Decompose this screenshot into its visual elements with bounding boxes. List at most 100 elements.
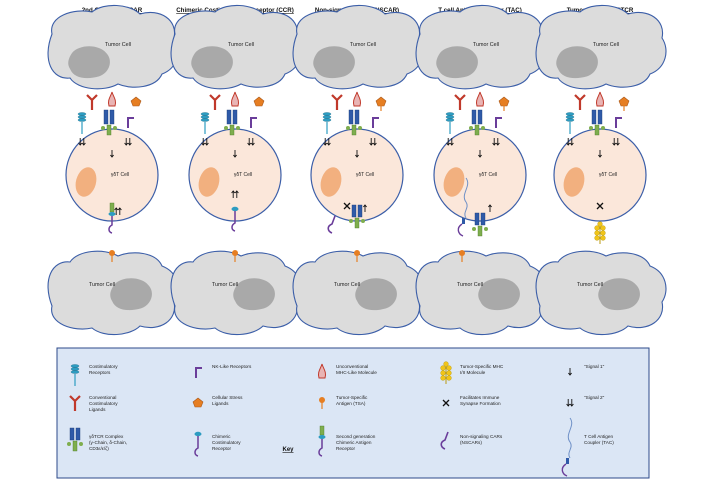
- tumor-nucleus: [478, 278, 520, 311]
- signal-2-arrow-icon: [114, 207, 122, 215]
- nscar-icon: [327, 215, 336, 234]
- key-label: NK-Like Receptors: [212, 364, 252, 369]
- stress-ligand-icon: [192, 397, 204, 408]
- signal-2-arrow-icon: [446, 138, 454, 146]
- tumor-nucleus: [355, 278, 397, 311]
- tumor-nucleus: [598, 278, 640, 311]
- tumor-label-bottom: Tumor Cell: [334, 282, 360, 288]
- signal-2-arrow-icon: [78, 138, 86, 146]
- tumor-nucleus: [233, 278, 275, 311]
- signal-1-arrow-icon: [233, 150, 237, 158]
- nk-like-receptor-icon: [250, 117, 257, 128]
- mhc-like-molecule-icon: [475, 91, 485, 107]
- costimulatory-ligand-icon: [331, 94, 343, 110]
- tac-icon: [561, 417, 573, 477]
- tumor-label-bottom: Tumor Cell: [89, 282, 115, 288]
- key-heading: Key: [282, 447, 294, 453]
- panel-4: T cell Antigen Coupler (TAC)Tumor CellTu…: [415, 4, 547, 336]
- signal-2-arrow-icon: [492, 138, 500, 146]
- signal-1-arrow-icon: [363, 204, 367, 212]
- tsa-icon: [459, 250, 465, 262]
- tsa-icon: [501, 99, 507, 111]
- tcr-complex-icon: [589, 109, 605, 136]
- gd-t-cell-nucleus: [198, 167, 220, 197]
- panel-2: Chimeric Costimulatory Receptor (CCR)Tum…: [170, 4, 302, 336]
- nk-like-receptor-icon: [127, 117, 134, 128]
- mhc-like-molecule-icon: [317, 363, 327, 379]
- nk-like-receptor-icon: [495, 117, 502, 128]
- tumor-label-bottom: Tumor Cell: [577, 282, 603, 288]
- tumor-label-top: Tumor Cell: [228, 42, 254, 48]
- car-icon: [108, 202, 116, 234]
- gd-t-cell-nucleus: [443, 167, 465, 197]
- mhc-like-molecule-icon: [352, 91, 362, 107]
- stress-ligand-icon: [253, 96, 265, 107]
- key-label: Non-signaling CARs(NSCARs): [460, 434, 503, 445]
- mhc-like-molecule-icon: [230, 91, 240, 107]
- tcr-complex-icon: [469, 109, 485, 136]
- gd-t-cell: [433, 128, 527, 222]
- key-label: γδTCR Complex(γ-Chain, δ-Chain,CD3ε/ε/ζ): [89, 434, 127, 452]
- tumor-cell-bottom: [535, 250, 667, 336]
- tumor-cell-bottom: [170, 250, 302, 336]
- mhc-like-molecule-icon: [107, 91, 117, 107]
- signal-1-arrow-icon: [478, 150, 482, 158]
- costimulatory-receptor-icon: [322, 112, 332, 134]
- gd-t-cell: [553, 128, 647, 222]
- tumor-label-top: Tumor Cell: [593, 42, 619, 48]
- tumor-cell-bottom: [47, 250, 179, 336]
- signal-2-arrow-icon: [231, 190, 239, 198]
- tumor-nucleus: [436, 46, 478, 79]
- signal-1-arrow-icon: [568, 368, 572, 376]
- mhc-like-molecule-icon: [595, 91, 605, 107]
- tumor-cell-bottom: [292, 250, 424, 336]
- signal-2-arrow-icon: [612, 138, 620, 146]
- gd-t-cell-nucleus: [320, 167, 342, 197]
- tumor-nucleus: [556, 46, 598, 79]
- gd-t-cell-nucleus: [563, 167, 585, 197]
- tumor-nucleus: [68, 46, 110, 79]
- tcr-complex-icon: [472, 212, 488, 237]
- signal-1-arrow-icon: [110, 150, 114, 158]
- costimulatory-ligand-icon: [454, 94, 466, 110]
- key-label: "Signal 2": [584, 395, 605, 400]
- key-label: "Signal 1": [584, 364, 605, 369]
- gd-t-cell-label: γδT Cell: [234, 172, 252, 178]
- tsa-icon: [621, 99, 627, 111]
- signal-1-arrow-icon: [598, 150, 602, 158]
- ccr-icon: [231, 206, 239, 232]
- tcr-complex-icon: [101, 109, 117, 136]
- cross-icon: [343, 202, 351, 210]
- tac-icon: [457, 177, 469, 237]
- tcr-complex-icon: [346, 109, 362, 136]
- tsa-icon: [109, 250, 115, 262]
- nk-like-receptor-icon: [195, 367, 202, 378]
- signal-1-arrow-icon: [488, 204, 492, 212]
- mhc-molecule-icon: [440, 361, 452, 384]
- tumor-nucleus: [313, 46, 355, 79]
- gd-t-cell-label: γδT Cell: [111, 172, 129, 178]
- tumor-label-top: Tumor Cell: [350, 42, 376, 48]
- tumor-label-bottom: Tumor Cell: [457, 282, 483, 288]
- costimulatory-receptor-icon: [445, 112, 455, 134]
- tsa-icon: [354, 250, 360, 262]
- gd-t-cell-label: γδT Cell: [479, 172, 497, 178]
- tumor-label-top: Tumor Cell: [473, 42, 499, 48]
- stress-ligand-icon: [130, 96, 142, 107]
- tcr-complex-icon: [224, 109, 240, 136]
- tumor-cell-bottom: [415, 250, 547, 336]
- tumor-label-top: Tumor Cell: [105, 42, 131, 48]
- tsa-icon: [378, 99, 384, 111]
